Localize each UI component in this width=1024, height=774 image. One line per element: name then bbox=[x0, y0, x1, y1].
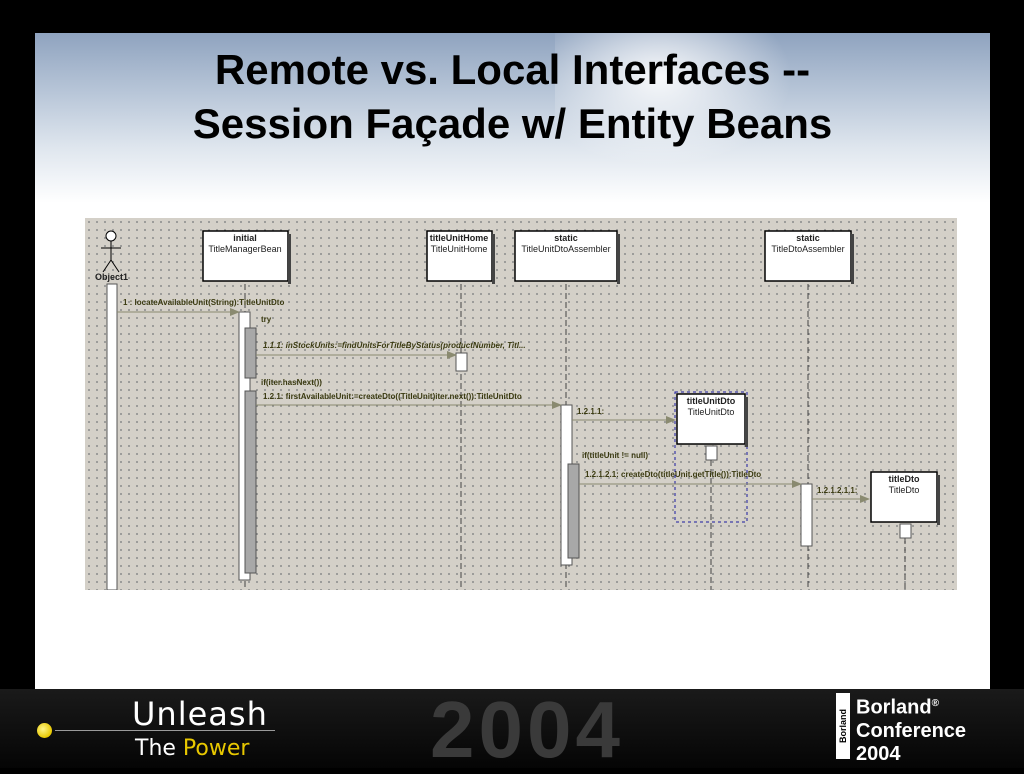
object-box-title-manager-bean: initial TitleManagerBean bbox=[202, 230, 291, 284]
footer-year: 2004 bbox=[430, 685, 624, 774]
footer-the-power: The Power bbox=[135, 736, 249, 761]
object-stereotype: static bbox=[554, 233, 578, 243]
activation-bar-nested bbox=[244, 390, 257, 574]
activation-bar bbox=[800, 483, 813, 547]
borland-logo-icon: Borland bbox=[836, 693, 850, 759]
footer-power: Power bbox=[182, 736, 250, 761]
fragment-label: if(iter.hasNext()) bbox=[261, 378, 322, 387]
object-stereotype: titleUnitDto bbox=[687, 396, 736, 406]
object-name: TitleDto bbox=[889, 485, 920, 495]
activation-bar-nested bbox=[567, 463, 580, 559]
actor-activation-bar bbox=[106, 283, 118, 590]
activation-bar bbox=[899, 523, 912, 539]
object-box-title-unit-dto-assembler: static TitleUnitDtoAssembler bbox=[514, 230, 620, 284]
fragment-label: if(titleUnit != null) bbox=[582, 451, 648, 460]
object-box-title-dto: titleDto TitleDto bbox=[870, 471, 940, 525]
yellow-dot-icon bbox=[37, 723, 52, 738]
message-label: 1.2.1.2.1: createDto(titleUnit.getTitle(… bbox=[585, 470, 761, 479]
brand-line-3: 2004 bbox=[856, 742, 901, 765]
selection-outline bbox=[674, 391, 748, 523]
message-label: 1.1.1: inStockUnits:=findUnitsForTitleBy… bbox=[263, 341, 526, 350]
slide-title: Remote vs. Local Interfaces -- Session F… bbox=[35, 43, 990, 151]
activation-bar bbox=[705, 445, 718, 461]
object-stereotype: titleUnitHome bbox=[430, 233, 489, 243]
lightning-background bbox=[555, 33, 815, 183]
borland-logo-text: Borland bbox=[838, 708, 848, 743]
object-name: TitleDtoAssembler bbox=[771, 244, 844, 254]
object-box-title-unit-home: titleUnitHome TitleUnitHome bbox=[426, 230, 495, 284]
footer-the: The bbox=[135, 736, 183, 761]
message-label: 1.2.1.2.1.1: bbox=[817, 486, 857, 495]
actor-label: Object1 bbox=[95, 272, 128, 282]
borland-conference-logo: Borland® Conference 2004 bbox=[856, 692, 966, 766]
registered-mark: ® bbox=[931, 698, 939, 709]
message-label: 1.2.1.1: bbox=[577, 407, 604, 416]
brand-line-2: Conference bbox=[856, 719, 967, 742]
sequence-diagram: Object1 initial TitleManagerBean titleUn… bbox=[85, 218, 957, 590]
sequence-diagram-svg: Object1 initial TitleManagerBean titleUn… bbox=[95, 230, 940, 590]
activation-bar bbox=[455, 352, 468, 372]
actor-stick-figure-icon bbox=[101, 230, 121, 273]
footer-bar bbox=[0, 689, 1024, 768]
title-line-2: Session Façade w/ Entity Beans bbox=[192, 100, 833, 147]
footer-unleash: Unleash bbox=[132, 695, 268, 733]
object-stereotype: titleDto bbox=[889, 474, 920, 484]
object-name: TitleManagerBean bbox=[208, 244, 281, 254]
brand-line-1: Borland bbox=[856, 696, 932, 719]
object-stereotype: static bbox=[796, 233, 820, 243]
message-label: 1.2.1: firstAvailableUnit:=createDto((Ti… bbox=[263, 392, 522, 401]
title-line-1: Remote vs. Local Interfaces -- bbox=[214, 46, 811, 93]
object-box-title-dto-assembler: static TitleDtoAssembler bbox=[764, 230, 854, 284]
object-stereotype: initial bbox=[233, 233, 257, 243]
fragment-label: try bbox=[261, 315, 272, 324]
footer-divider bbox=[55, 730, 275, 731]
object-name: TitleUnitDtoAssembler bbox=[521, 244, 610, 254]
object-box-title-unit-dto: titleUnitDto TitleUnitDto bbox=[676, 393, 748, 447]
object-name: TitleUnitDto bbox=[688, 407, 735, 417]
activation-bar-nested bbox=[244, 327, 257, 379]
message-label: 1 : locateAvailableUnit(String):TitleUni… bbox=[123, 298, 284, 307]
object-name: TitleUnitHome bbox=[431, 244, 488, 254]
